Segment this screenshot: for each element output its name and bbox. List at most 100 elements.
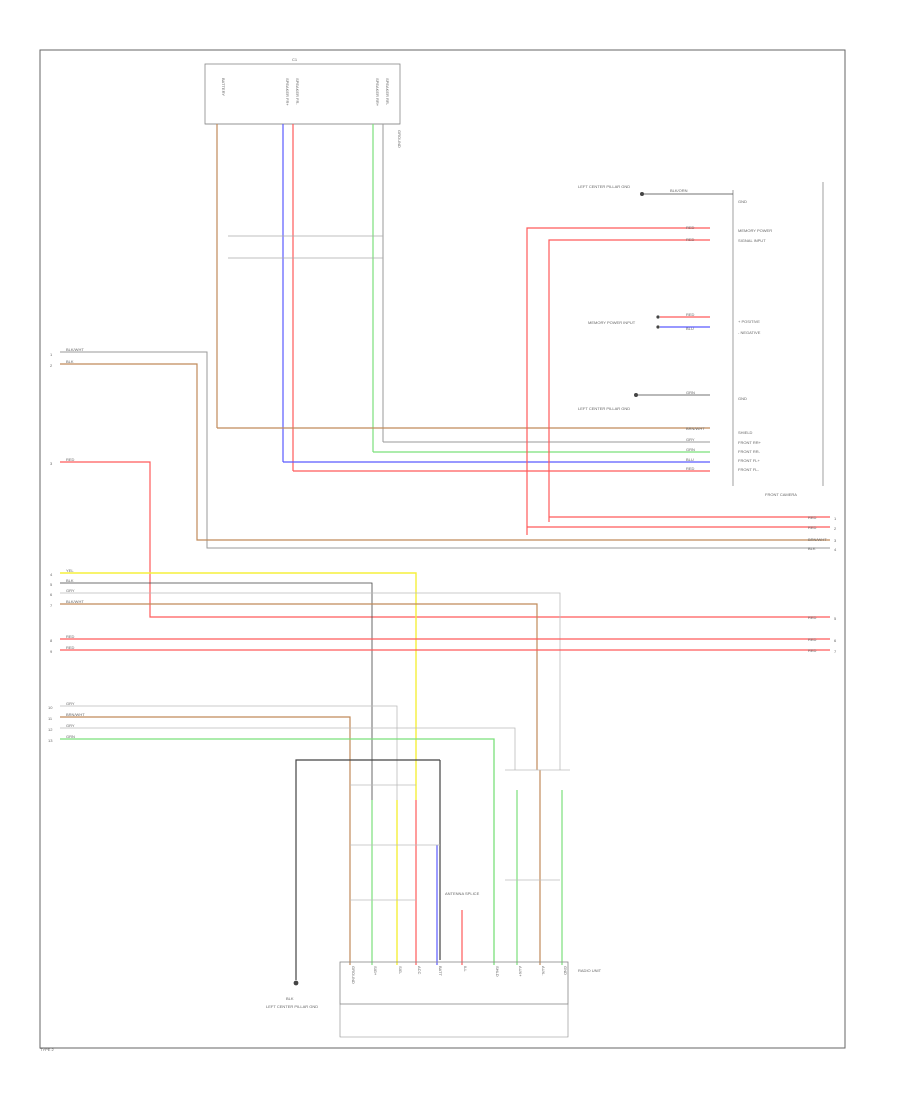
splice-label: ANTENNA SPLICE <box>445 891 480 896</box>
right-pin-6: 6 <box>834 638 837 643</box>
wire-black <box>60 582 373 800</box>
row-wire-8: BLU <box>686 457 694 462</box>
row-wire-3: RED <box>686 312 695 317</box>
front-ground-label: LEFT CENTER PILLAR GND <box>578 184 630 189</box>
wire-gray <box>60 592 561 770</box>
left-wire-4: YEL <box>66 568 74 573</box>
wire-blkwht-2 <box>60 603 538 770</box>
right-pin-4: 4 <box>834 547 837 552</box>
top-pin-name-4: SPEAKER RR+ <box>375 78 380 107</box>
left-wire-11: BRN/WHT <box>66 712 85 717</box>
bottom-pin-name-10: GND <box>563 966 568 975</box>
left-pin-12: 12 <box>48 727 53 732</box>
wire-green <box>60 738 495 800</box>
right-pin-3: 3 <box>834 538 837 543</box>
top-pin-name-2: SPEAKER FR+ <box>285 78 290 106</box>
row-wire-2: RED <box>686 237 695 242</box>
right-wire-6: RED <box>808 637 817 642</box>
right-wire-3: BRN/WHT <box>808 537 827 542</box>
right-wire-5: RED <box>808 615 817 620</box>
wire-brown-run <box>60 363 830 541</box>
left-wire-9: RED <box>66 645 75 650</box>
front-unit-label: FRONT CAMERA <box>765 492 797 497</box>
left-wire-13: GRN <box>66 734 75 739</box>
row-wire-1: RED <box>686 225 695 230</box>
row-label-3: + POSITIVE <box>738 319 760 324</box>
bottom-pin-name-8: AUX+ <box>518 966 523 977</box>
wire-gray-2 <box>60 705 398 800</box>
bottom-pin-name-6: ILL <box>463 966 468 972</box>
front-ground2-wire: GRN <box>686 390 695 395</box>
left-pin-4: 4 <box>50 572 53 577</box>
bottom-pin-name-5: BATT <box>438 966 443 976</box>
wire-signal-input <box>548 239 710 522</box>
bottom-ground-wire: BLK <box>286 996 294 1001</box>
right-wire-1: RED <box>808 515 817 520</box>
front-unit: FRONT CAMERA BLK/ORN LEFT CENTER PILLAR … <box>526 182 824 535</box>
left-wire-7: BLK/WHT <box>66 599 84 604</box>
left-pin-2: 2 <box>50 363 53 368</box>
wire-gray-3 <box>60 727 516 770</box>
wire-red-long <box>60 461 830 618</box>
row-label-6: FRONT RR+ <box>738 440 762 445</box>
bottom-pin-name-1: GROUND <box>351 966 356 984</box>
left-wire-10: GRY <box>66 701 75 706</box>
left-inputs: BLK/WHT BLK RED YEL BLK GRY BLK/WHT RED … <box>48 347 85 743</box>
left-wire-2: BLK <box>66 359 74 364</box>
right-pin-2: 2 <box>834 526 837 531</box>
wire-yellow <box>60 572 417 800</box>
row-wire-4: BLU <box>686 326 694 331</box>
top-connector-label: C1 <box>292 57 298 62</box>
wire-blkwht-run <box>60 351 830 549</box>
left-wire-12: GRY <box>66 723 75 728</box>
row-label-2: SIGNAL INPUT <box>738 238 766 243</box>
left-pin-11: 11 <box>48 716 53 721</box>
row-wire-7: GRN <box>686 447 695 452</box>
diagram-border <box>39 49 846 1049</box>
left-pin-6: 6 <box>50 592 53 597</box>
bottom-pin-name-4: ACC <box>417 966 422 975</box>
right-outputs: RED RED BRN/WHT BLK RED RED RED 1 2 3 4 … <box>808 515 837 654</box>
wire-brnwht <box>60 716 351 800</box>
top-pin-name-5: SPEAKER RR- <box>385 78 390 106</box>
left-wire-8: RED <box>66 634 75 639</box>
lower-harness: BLK LEFT CENTER PILLAR GND ANTENNA SPLIC… <box>266 759 602 1038</box>
ground-2-icon <box>634 393 638 397</box>
wire-mem-power <box>526 227 710 535</box>
front-gnd-tag: GND <box>738 199 747 204</box>
top-pin-name-6: GROUND <box>397 130 402 148</box>
left-wire-1: BLK/WHT <box>66 347 84 352</box>
left-pin-1: 1 <box>50 352 53 357</box>
right-pin-5: 5 <box>834 616 837 621</box>
front-gnd-tag-2: GND <box>738 396 747 401</box>
power-input-icon-2 <box>656 325 660 329</box>
bottom-pin-name-9: AUX- <box>541 966 546 976</box>
left-wire-6: GRY <box>66 588 75 593</box>
row-label-4: - NEGATIVE <box>738 330 761 335</box>
power-input-label: MEMORY POWER INPUT <box>588 320 636 325</box>
left-pin-3: 3 <box>50 461 53 466</box>
left-pin-5: 5 <box>50 582 53 587</box>
right-wire-2: RED <box>808 525 817 530</box>
front-ground2-label: LEFT CENTER PILLAR GND <box>578 406 630 411</box>
row-label-7: FRONT RR- <box>738 449 761 454</box>
left-pin-13: 13 <box>48 738 53 743</box>
row-label-1: MEMORY POWER <box>738 228 772 233</box>
left-wire-5: BLK <box>66 578 74 583</box>
row-wire-5: BRN/WHT <box>686 426 705 431</box>
row-label-8: FRONT FL+ <box>738 458 760 463</box>
left-pin-8: 8 <box>50 638 53 643</box>
radio-unit-label: RADIO UNIT <box>578 968 602 973</box>
radio-unit-connector <box>339 961 569 1005</box>
left-pin-7: 7 <box>50 603 53 608</box>
top-pin-name-1: BATTERY <box>221 78 226 96</box>
ground-1-icon <box>640 192 644 196</box>
power-input-icon <box>656 315 660 319</box>
left-pin-9: 9 <box>50 649 53 654</box>
right-pin-7: 7 <box>834 649 837 654</box>
bottom-ground-icon <box>293 980 299 986</box>
left-wire-3: RED <box>66 457 75 462</box>
row-wire-9: RED <box>686 466 695 471</box>
row-label-5: SHIELD <box>738 430 753 435</box>
